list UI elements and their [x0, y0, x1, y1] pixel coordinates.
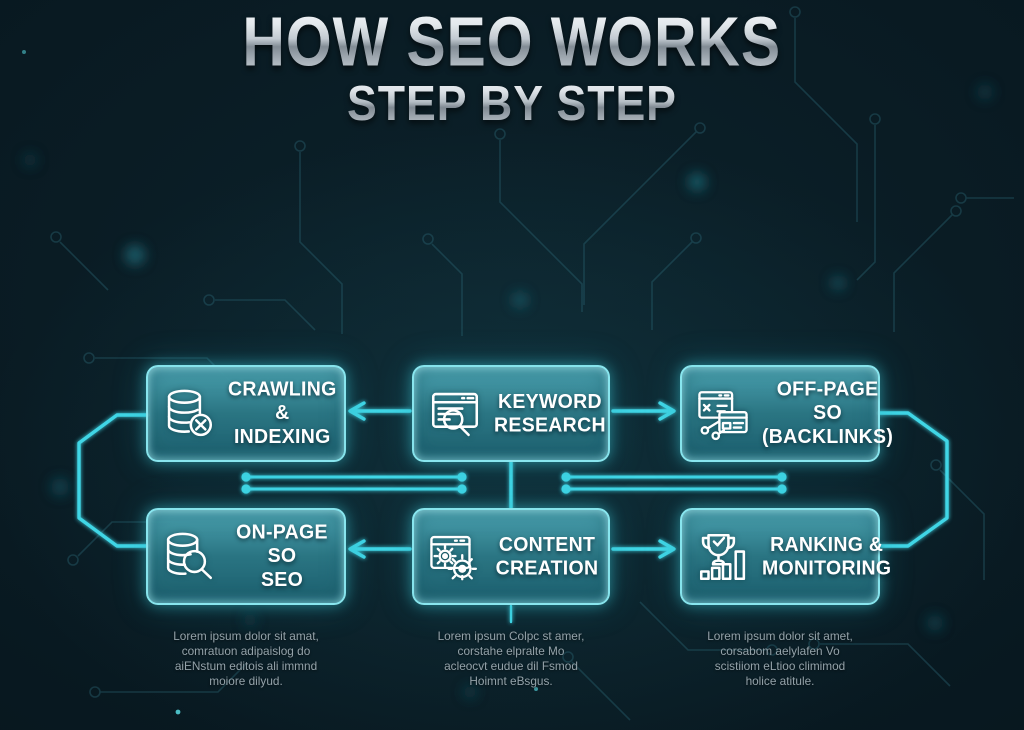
step-label-line2: & INDEXING — [233, 401, 331, 449]
step-label-line2: MONITORING — [762, 556, 892, 580]
caption-line: holice atitule. — [745, 674, 815, 688]
browser-search-icon — [424, 385, 486, 443]
page-subtitle: STEP BY STEP — [26, 74, 999, 132]
step-label: ON-PAGE SO SEO — [228, 521, 336, 593]
caption-line: Lorem ipsum dolor sit amet, — [707, 629, 853, 643]
caption-line: comratuon adipaislog do — [181, 644, 311, 658]
caption-line: Hoimnt eBsgus. — [469, 674, 553, 688]
backlinks-icon — [692, 385, 754, 443]
step-label: KEYWORD RESEARCH — [494, 390, 606, 438]
caption-line: corstahe elpralte Mo — [457, 644, 565, 658]
page-title: HOW SEO WORKS — [242, 3, 782, 81]
arrow-bottom-left — [348, 539, 412, 559]
step-box-off-page-backlinks: OFF-PAGE SO (BACKLINKS) — [680, 365, 893, 462]
step-label-line1: ON-PAGE SO — [236, 520, 328, 568]
arrow-top-right — [611, 401, 676, 421]
step-label-line1: KEYWORD — [497, 389, 602, 413]
step-label: CRAWLING & INDEXING — [228, 378, 337, 450]
left-double-trace — [244, 475, 464, 491]
arrow-top-left — [348, 401, 412, 421]
step-box-on-page-seo: ON-PAGE SO SEO — [146, 508, 346, 605]
glow-dots — [23, 84, 993, 699]
caption-line: corsabom aelylafen Vo — [720, 644, 840, 658]
step-label-line2: SEO — [260, 568, 304, 592]
step-label-line2: RESEARCH — [494, 413, 606, 437]
caption-line: moiore dilyud. — [209, 674, 283, 688]
step-label: RANKING & MONITORING — [762, 533, 891, 581]
trophy-chart-icon — [692, 528, 754, 586]
step-label: CONTENT CREATION — [494, 533, 600, 581]
step-box-content-creation: CONTENT CREATION — [412, 508, 610, 605]
caption-line: Lorem ipsum Colpc st amer, — [437, 629, 585, 643]
caption-line: Lorem ipsum dolor sit amat, — [173, 629, 319, 643]
bright-specks — [22, 50, 538, 715]
step-label-line1: CONTENT — [498, 532, 596, 556]
step-box-keyword-research: KEYWORD RESEARCH — [412, 365, 610, 462]
step-label: OFF-PAGE SO (BACKLINKS) — [762, 378, 893, 450]
caption-line: acleocvt eudue dil Fsmod — [444, 659, 578, 673]
right-bracket-connector — [876, 411, 949, 548]
step-label-line1: RANKING & — [770, 532, 884, 556]
step-label-line1: CRAWLING — [228, 377, 337, 401]
right-double-trace — [564, 475, 784, 491]
step-box-crawling-indexing: CRAWLING & INDEXING — [146, 365, 346, 462]
caption-line: scistiiom eLtioo climimod — [714, 659, 846, 673]
step-label-line1: OFF-PAGE SO — [776, 377, 879, 425]
database-tools-icon — [158, 385, 220, 443]
caption-on-page-seo: Lorem ipsum dolor sit amat, comratuon ad… — [128, 629, 364, 689]
browser-gears-icon — [424, 528, 486, 586]
header: HOW SEO WORKS STEP BY STEP — [0, 0, 1024, 132]
circuit-traces — [50, 6, 1014, 721]
left-bracket-connector — [77, 413, 150, 548]
step-box-ranking-monitoring: RANKING & MONITORING — [680, 508, 891, 605]
trace-node-dots — [241, 472, 787, 494]
step-label-line2: (BACKLINKS) — [762, 425, 894, 449]
database-magnifier-icon — [158, 528, 220, 586]
caption-line: aiENstum editois ali immnd — [174, 659, 318, 673]
caption-content-creation: Lorem ipsum Colpc st amer, corstahe elpr… — [393, 629, 629, 689]
caption-ranking-monitoring: Lorem ipsum dolor sit amet, corsabom ael… — [662, 629, 898, 689]
arrow-bottom-right — [611, 539, 676, 559]
step-label-line2: CREATION — [495, 556, 599, 580]
